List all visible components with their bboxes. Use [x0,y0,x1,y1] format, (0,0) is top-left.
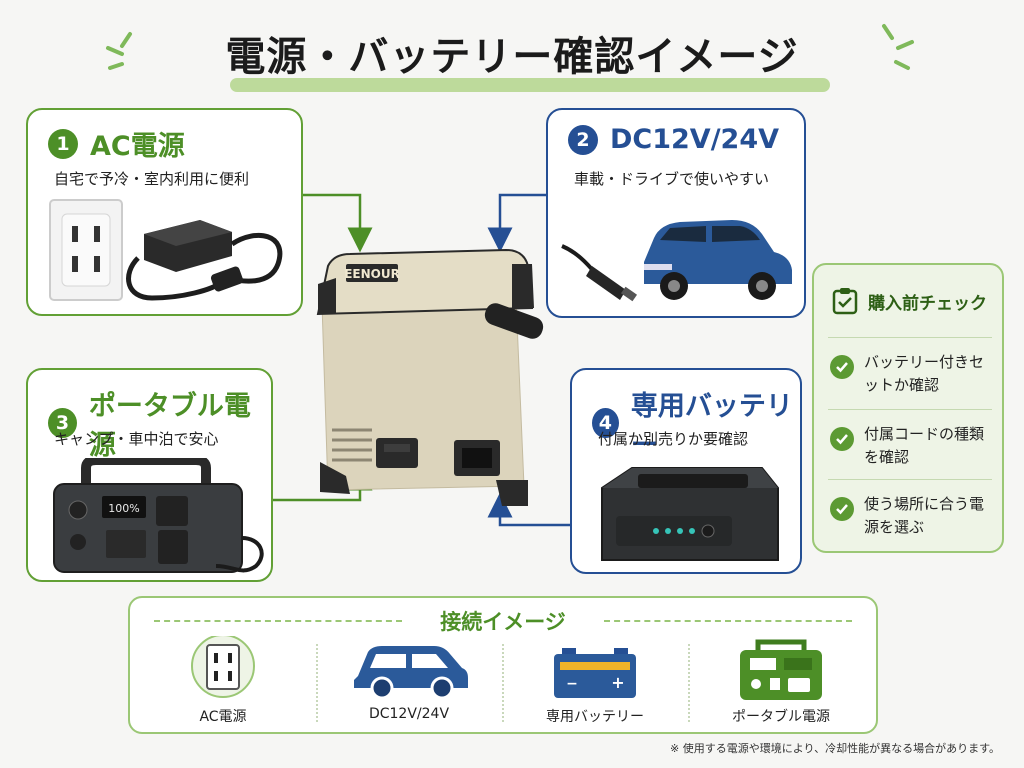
number-badge-4: 4 [592,408,619,438]
car-charger-illustration [561,220,792,302]
panel-portable-subtitle: キャンプ・車中泊で安心 [54,430,219,448]
car-plug-icon [561,244,638,302]
panel-ac-title: AC電源 [90,131,185,162]
ac-adapter-icon [126,220,283,301]
number-badge-3: 3 [48,408,77,438]
checklist-item: 使う場所に合う電源を選ぶ [830,493,990,539]
separator [688,644,690,722]
page-title: 電源・バッテリー確認イメージ [225,34,799,80]
connection-label-dc: DC12V/24V [368,706,450,722]
checklist-item: 付属コードの種類を確認 [830,423,990,469]
power-station-illustration: 100% [53,458,264,573]
panel-dc-head: 2 DC12V/24V [568,124,779,155]
connection-image-panel: 接続イメージ AC電源 DC12V/24V − + 専用バッテリー [128,596,878,734]
checklist-item-text: バッテリー付きセットか確認 [864,353,985,394]
checkmark-icon [830,497,854,521]
checklist-item-text: 付属コードの種類を確認 [864,425,985,466]
checklist-divider [828,409,992,410]
dashed-divider-left [154,620,402,622]
checklist-divider [828,337,992,338]
left-spark-icon [106,32,132,70]
clipboard-check-icon [832,288,858,315]
connection-item-battery: − + 専用バッテリー [502,636,688,730]
checklist-item: バッテリー付きセットか確認 [830,351,990,397]
panel-battery-subtitle: 付属か別売りか要確認 [598,430,749,448]
svg-text:+: + [611,673,624,692]
connection-item-portable: ポータブル電源 [688,636,874,730]
checklist-item-text: 使う場所に合う電源を選ぶ [864,495,985,536]
number-badge-2: 2 [568,124,598,155]
header: 電源・バッテリー確認イメージ [0,8,1024,98]
connection-label-ac: AC電源 [199,709,247,725]
separator [316,644,318,722]
panel-ac-head: 1 AC電源 [48,124,185,163]
power-station-display: 100% [108,502,139,515]
pre-purchase-checklist: 購入前チェック バッテリー付きセットか確認 付属コードの種類を確認 使う場所に合… [812,263,1004,553]
panel-portable-head: 3 ポータブル電源 [48,384,271,462]
checklist-divider [828,479,992,480]
panel-dc-power: 2 DC12V/24V 車載・ドライブで使いやすい [546,108,806,318]
fridge-brand-label: EENOUR [344,267,400,281]
connection-label-battery: 専用バッテリー [546,709,644,725]
panel-dedicated-battery: 4 専用バッテリー 付属か別売りか要確認 [570,368,802,574]
ac-adapter-illustration [49,199,283,301]
power-station-icon [740,639,822,700]
car-icon [354,646,468,700]
panel-portable-power: 3 ポータブル電源 キャンプ・車中泊で安心 100% [26,368,273,582]
connection-title: 接続イメージ [440,610,566,634]
panel-ac-subtitle: 自宅で予冷・室内利用に便利 [54,170,250,188]
connection-item-ac: AC電源 [130,636,316,730]
connection-item-dc: DC12V/24V [316,636,502,730]
panel-ac-power: 1 AC電源 自宅で予冷・室内利用に便利 [26,108,303,316]
battery-pack-illustration [601,467,779,561]
separator [502,644,504,722]
wall-outlet-icon [49,199,123,301]
checkmark-icon [830,427,854,451]
number-badge-1: 1 [48,128,78,159]
arrow-ac [302,193,373,253]
arrow-battery [487,492,570,527]
outlet-icon [191,636,255,698]
checklist-header: 購入前チェック [832,287,987,315]
panel-dc-title: DC12V/24V [610,124,780,155]
svg-text:−: − [566,676,578,692]
arrow-dc [487,193,546,253]
panel-battery-head: 4 専用バッテリー [592,384,800,462]
blue-suv-icon [644,220,792,300]
panel-dc-subtitle: 車載・ドライブで使いやすい [574,170,770,188]
checkmark-icon [830,355,854,379]
right-spark-icon [882,24,914,70]
footnote: ※ 使用する電源や環境により、冷却性能が異なる場合があります。 [670,742,1000,755]
connection-label-portable: ポータブル電源 [732,709,830,725]
panel-portable-title: ポータブル電源 [88,391,251,461]
checklist-title: 購入前チェック [868,293,987,314]
battery-icon: − + [554,648,636,698]
title-underline [230,78,830,92]
panel-battery-title: 専用バッテリー [630,391,793,461]
portable-fridge-illustration: EENOUR [316,248,544,506]
dashed-divider-right [604,620,852,622]
